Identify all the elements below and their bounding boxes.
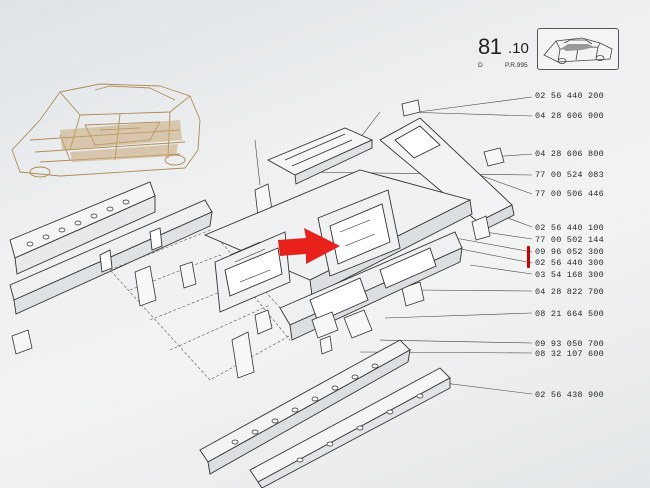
part-number-label: 03 54 168 300: [535, 270, 604, 280]
part-number-label: 02 56 440 200: [535, 91, 604, 101]
bottom-sill-beam: [249, 367, 451, 488]
part-number-label-highlighted: 09 96 052 300: [535, 247, 604, 257]
upper-right-rail: [379, 117, 515, 233]
part-number-label: 08 21 664 500: [535, 309, 604, 319]
page-subnumber: .10: [508, 40, 529, 57]
part-number-label: 77 00 524 083: [535, 170, 604, 180]
red-highlight-marker: [527, 246, 530, 268]
car-thumbnail-icon: [543, 37, 613, 64]
upper-floor-panel: [266, 127, 374, 185]
part-number-label: 77 00 502 144: [535, 235, 604, 245]
page-number: 81: [478, 34, 502, 59]
part-number-label-highlighted: 02 56 440 300: [535, 258, 604, 268]
part-number-label: 09 93 050 700: [535, 339, 604, 349]
red-arrow-icon: [278, 228, 340, 264]
central-floor-frame: [203, 169, 473, 313]
part-number-label: 77 00 506 446: [535, 189, 604, 199]
part-number-label: 04 28 822 700: [535, 287, 604, 297]
part-number-label: 04 28 606 800: [535, 149, 604, 159]
car-thumbnail-box: [537, 28, 619, 70]
part-number-label: 02 56 438 900: [535, 390, 604, 400]
ref-code: P.R.995: [505, 62, 528, 69]
ref-prefix: D: [478, 62, 483, 69]
small-clip-parts: [401, 99, 505, 307]
small-brackets: [11, 183, 333, 379]
part-number-label: 02 56 440 100: [535, 223, 604, 233]
part-number-label: 04 28 606 900: [535, 111, 604, 121]
left-side-rail: [9, 199, 213, 315]
part-number-label: 08 32 107 600: [535, 349, 604, 359]
